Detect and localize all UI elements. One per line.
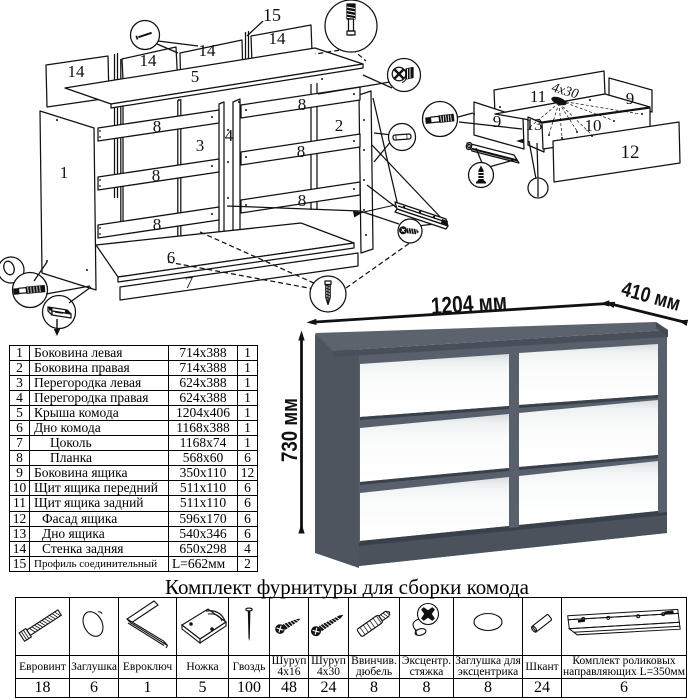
svg-text:4: 4 [225, 126, 234, 145]
svg-text:8: 8 [298, 191, 307, 210]
svg-text:14: 14 [68, 62, 86, 81]
svg-text:5: 5 [191, 67, 200, 86]
svg-text:1204 мм: 1204 мм [430, 289, 508, 321]
svg-text:1: 1 [60, 163, 69, 182]
svg-text:8: 8 [152, 166, 161, 185]
svg-text:9: 9 [626, 89, 635, 108]
svg-text:8: 8 [298, 95, 307, 114]
svg-text:3: 3 [196, 136, 205, 155]
svg-text:8: 8 [153, 215, 162, 234]
svg-text:2: 2 [335, 116, 344, 135]
svg-text:8: 8 [297, 142, 306, 161]
svg-text:12: 12 [621, 142, 640, 163]
svg-text:13: 13 [526, 115, 543, 134]
svg-text:7: 7 [185, 273, 194, 292]
svg-text:6: 6 [167, 248, 176, 267]
svg-text:14: 14 [140, 51, 158, 70]
svg-text:14: 14 [269, 29, 287, 48]
svg-text:10: 10 [585, 116, 602, 135]
svg-text:14: 14 [199, 41, 217, 60]
svg-text:15: 15 [263, 5, 281, 25]
svg-text:410 мм: 410 мм [619, 278, 683, 316]
svg-text:11: 11 [530, 87, 546, 106]
svg-text:730 мм: 730 мм [277, 398, 302, 462]
svg-text:8: 8 [153, 117, 162, 136]
svg-text:9: 9 [493, 112, 502, 131]
